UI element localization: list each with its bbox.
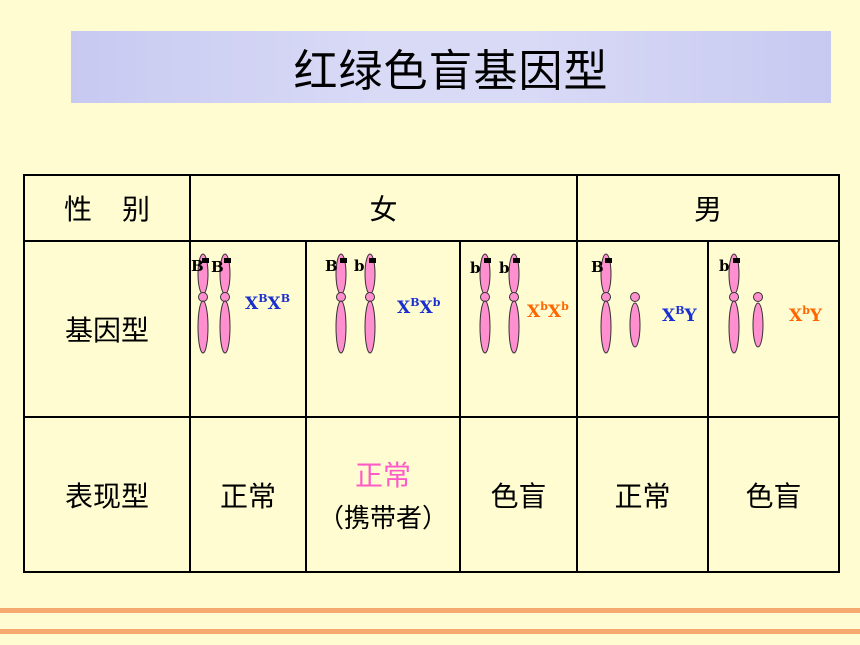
- gene-marker: [605, 258, 613, 263]
- phenotype-cell: 正常 （携带者）: [305, 416, 461, 573]
- phenotype-row: 表现型 正常 正常 （携带者） 色盲 正常 色盲: [23, 416, 841, 573]
- chromosome-arm: [219, 300, 231, 354]
- chromosome-pair-icon: [728, 253, 764, 354]
- gene-marker: [733, 258, 741, 263]
- centromere: [753, 292, 764, 302]
- gene-marker: [369, 258, 376, 263]
- allele-label: B: [211, 258, 224, 276]
- chromosome-arm: [600, 300, 612, 354]
- chromosome-pair-icon: [479, 253, 520, 354]
- phenotype-row-label: 表现型: [64, 479, 149, 513]
- chromosome-arm: [197, 300, 209, 354]
- male-header-cell: 男: [576, 174, 841, 242]
- centromere: [480, 292, 490, 302]
- genotype-label: XbXb: [527, 300, 569, 322]
- decorative-line: [0, 608, 860, 613]
- allele-label: B: [591, 258, 604, 276]
- genotype-label: XBXb: [397, 296, 441, 318]
- page-title: 红绿色盲基因型: [293, 46, 609, 97]
- genotype-cell-xbxb-colorblind: b b XbXb: [458, 240, 579, 418]
- genotype-cell-xby: B XBY: [576, 240, 710, 418]
- genotype-row-label: 基因型: [64, 314, 149, 347]
- centromere: [336, 292, 346, 302]
- decorative-line: [0, 629, 860, 634]
- title-banner: 红绿色盲基因型: [71, 31, 831, 103]
- genotype-cell-xbxb: B B XBXB: [189, 240, 307, 418]
- genotype-row-label-cell: 基因型: [23, 240, 191, 418]
- allele-label: B: [191, 257, 204, 275]
- phenotype-text: 正常: [354, 459, 411, 492]
- female-header: 女: [369, 193, 398, 226]
- allele-label: b: [719, 257, 730, 275]
- carrier-note: （携带者）: [317, 504, 448, 534]
- gene-marker: [224, 258, 231, 263]
- gene-marker: [513, 258, 520, 263]
- phenotype-cell: 色盲: [458, 416, 579, 573]
- centromere: [729, 292, 740, 302]
- centromere: [509, 292, 519, 302]
- centromere: [220, 292, 230, 302]
- centromere: [365, 292, 375, 302]
- phenotype-cell: 正常: [576, 416, 710, 573]
- centromere: [630, 292, 641, 302]
- chromosome-arm: [752, 302, 764, 348]
- genotype-label: XBXB: [245, 292, 291, 314]
- phenotype-cell: 正常: [189, 416, 307, 573]
- chromosome-arm: [335, 300, 347, 354]
- chromosome-pair-icon: [600, 253, 641, 354]
- chromosome-arm: [479, 300, 491, 354]
- allele-label: b: [354, 257, 365, 275]
- phenotype-text: 色盲: [490, 479, 547, 513]
- female-header-cell: 女: [188, 174, 579, 242]
- genotype-cell-xbxb-carrier: B b XBXb: [305, 240, 461, 418]
- chromosome-arm: [364, 300, 376, 354]
- sex-header-cell: 性别: [23, 174, 191, 242]
- centromere: [601, 292, 612, 302]
- phenotype-text: 正常: [614, 479, 671, 513]
- chromosome-pair-icon: [335, 253, 376, 354]
- genotype-label: XBY: [662, 304, 697, 326]
- phenotype-text: 正常: [219, 479, 276, 513]
- chromosome-arm: [508, 300, 520, 354]
- chromosome-pair-icon: [197, 253, 231, 354]
- chromosome-arm: [728, 300, 740, 354]
- genotype-row: 基因型 B B XBXB B b XBXb b b XbXb B: [23, 240, 841, 418]
- gene-marker: [202, 258, 209, 263]
- genotype-table: 性别 女 男 基因型 B B XBXB B b XBXb b b XbXb: [23, 174, 841, 573]
- allele-label: b: [499, 259, 510, 277]
- phenotype-cell: 色盲: [707, 416, 841, 573]
- phenotype-text: 色盲: [745, 479, 802, 513]
- allele-label: b: [470, 259, 481, 277]
- sex-header: 性别: [63, 193, 180, 226]
- chromosome-arm: [629, 302, 641, 348]
- genotype-cell-xby-colorblind: b XbY: [707, 240, 841, 418]
- centromere: [198, 292, 208, 302]
- male-header: 男: [694, 193, 723, 226]
- gene-marker: [484, 258, 491, 263]
- gene-marker: [340, 258, 347, 263]
- genotype-label: XbY: [789, 304, 823, 326]
- phenotype-row-label-cell: 表现型: [23, 416, 191, 573]
- header-row: 性别 女 男: [23, 174, 841, 242]
- allele-label: B: [325, 257, 338, 275]
